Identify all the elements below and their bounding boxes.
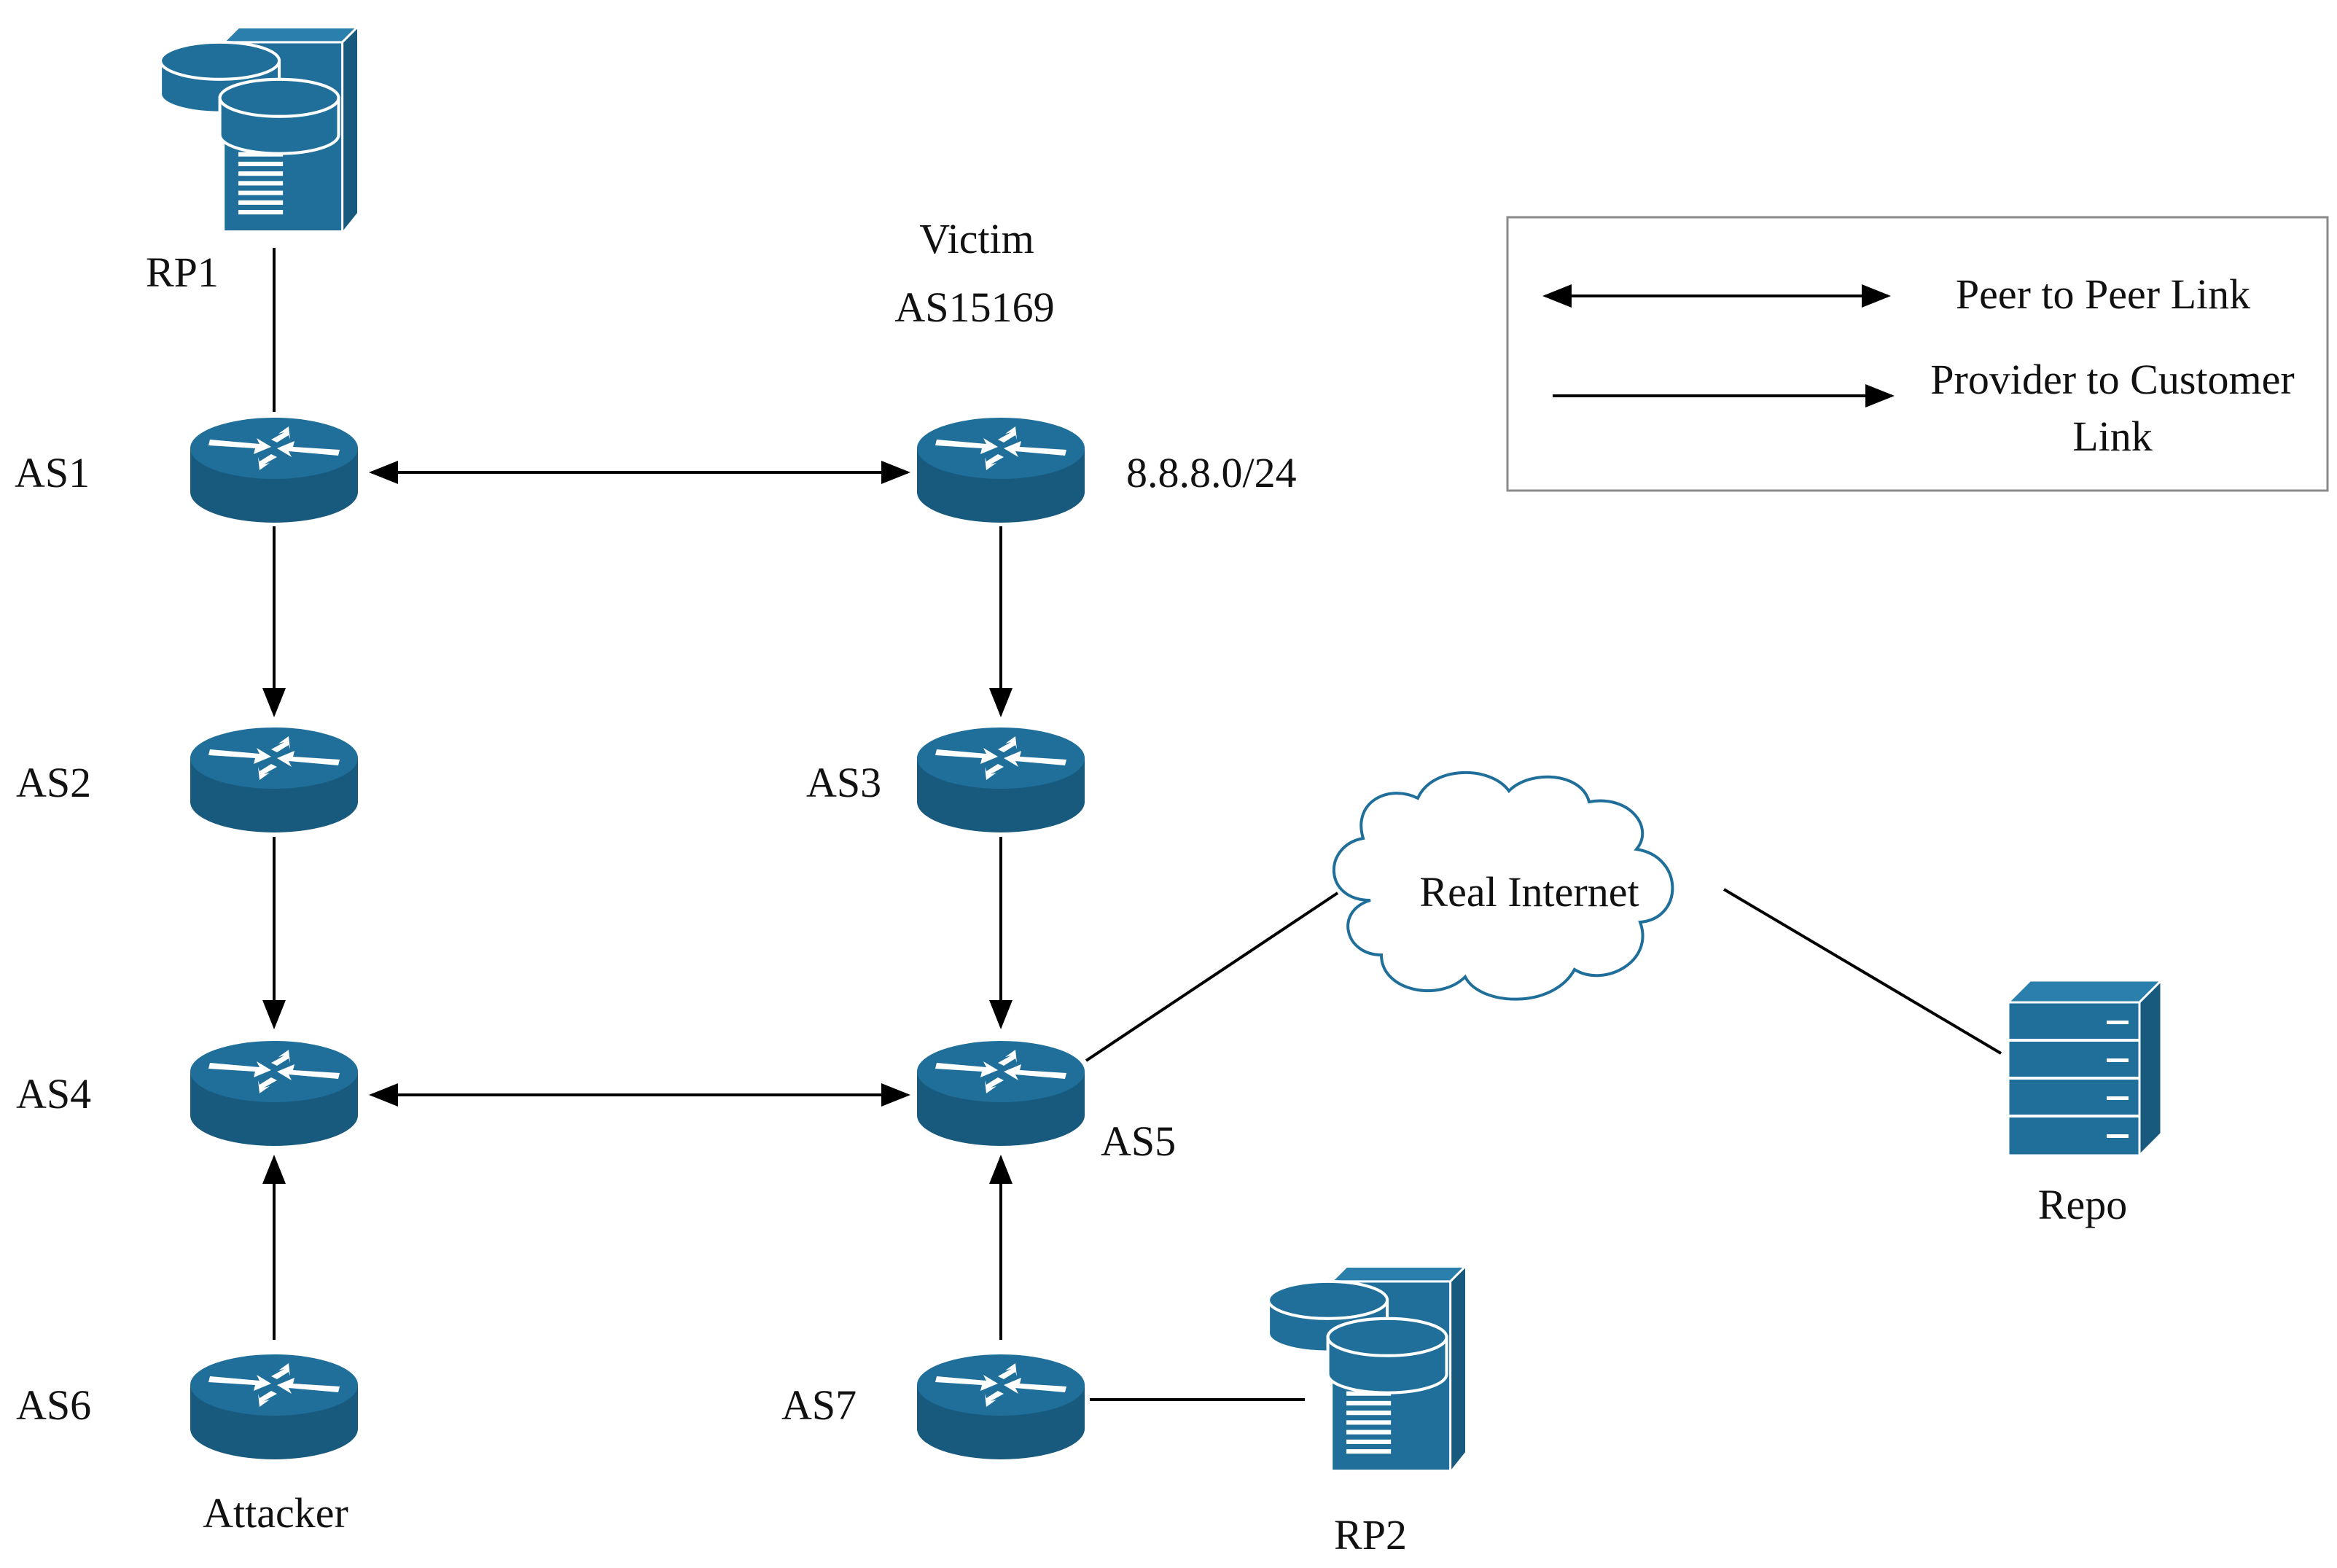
as4-label: AS4 xyxy=(16,1070,91,1118)
as2-router-icon xyxy=(190,728,358,832)
as5-label: AS5 xyxy=(1101,1118,1176,1165)
as7-label: AS7 xyxy=(781,1381,857,1429)
repo-label: Repo xyxy=(2038,1181,2127,1228)
link-internet-repo xyxy=(1722,888,2002,1055)
legend-provider-label-line1: Provider to Customer xyxy=(1930,356,2294,403)
as4-router-icon xyxy=(190,1041,358,1146)
rp1-label: RP1 xyxy=(146,249,219,296)
rp2-label: RP2 xyxy=(1334,1511,1407,1559)
as1-label: AS1 xyxy=(15,449,90,496)
victim-label: Victim xyxy=(919,215,1034,262)
victim-asn-label: AS15169 xyxy=(894,284,1054,331)
rp2-server-icon xyxy=(1268,1267,1465,1471)
attacker-label: Attacker xyxy=(203,1489,348,1537)
as2-label: AS2 xyxy=(16,759,91,806)
legend-peer-label: Peer to Peer Link xyxy=(1956,270,2250,318)
legend-box xyxy=(1506,216,2329,492)
victim-router-icon xyxy=(917,418,1085,523)
as7-router-icon xyxy=(917,1354,1085,1459)
as6-label: AS6 xyxy=(16,1381,91,1429)
as3-label: AS3 xyxy=(806,759,881,806)
repo-file-server-icon xyxy=(2007,980,2163,1155)
legend: Peer to Peer Link Provider to Customer L… xyxy=(1506,216,2329,492)
rp1-server-icon xyxy=(160,28,357,232)
as1-router-icon xyxy=(190,418,358,523)
as5-router-icon xyxy=(917,1041,1085,1146)
link-as5-internet xyxy=(1085,892,1339,1062)
as3-router-icon xyxy=(917,728,1085,832)
legend-provider-label-line2: Link xyxy=(2072,413,2153,460)
as6-router-icon xyxy=(190,1354,358,1459)
links xyxy=(262,248,2002,1401)
internet-label: Real Internet xyxy=(1419,868,1639,916)
victim-prefix-label: 8.8.8.0/24 xyxy=(1126,449,1297,496)
internet-cloud-icon xyxy=(1333,771,1674,1001)
